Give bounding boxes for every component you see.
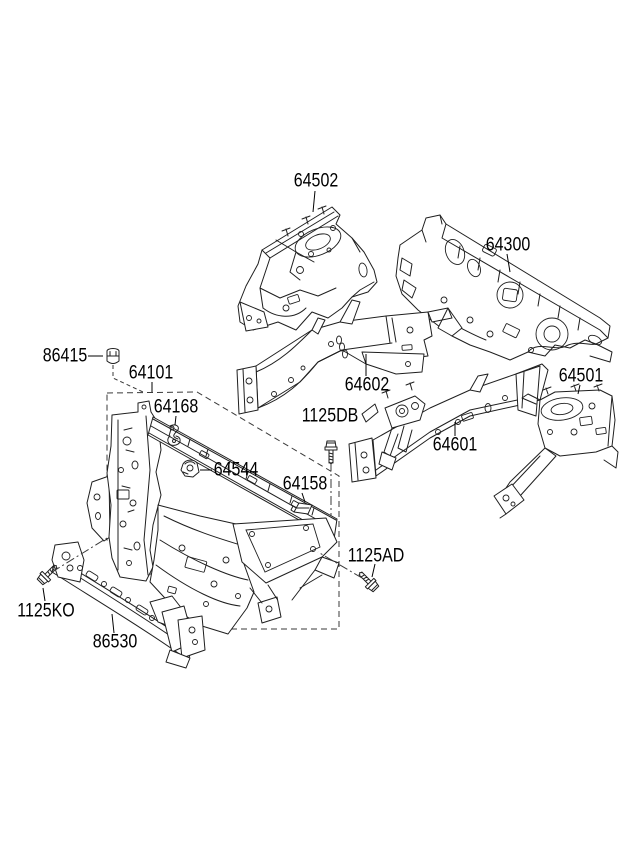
part-64158-bracket bbox=[291, 503, 312, 514]
part-callout-1125KO[interactable]: 1125KO bbox=[17, 599, 75, 622]
part-callout-64158[interactable]: 64158 bbox=[282, 472, 328, 495]
part-64544-bracket bbox=[181, 460, 199, 477]
part-86415-grommet bbox=[107, 349, 119, 364]
part-64602-front-side-member-lh bbox=[237, 300, 462, 414]
part-64101-radiator-support bbox=[87, 401, 339, 634]
bolt-1125DB bbox=[325, 441, 337, 464]
assembly-boundary-box bbox=[107, 392, 339, 629]
part-callout-1125AD[interactable]: 1125AD bbox=[347, 544, 405, 567]
part-callout-64544[interactable]: 64544 bbox=[213, 458, 259, 481]
part-callout-64101[interactable]: 64101 bbox=[128, 361, 174, 384]
part-64601-front-side-member-rh bbox=[349, 364, 548, 482]
part-64501-fender-apron-rh bbox=[494, 384, 618, 518]
part-64168-clip bbox=[168, 425, 180, 445]
bolt-1125KO bbox=[36, 561, 61, 586]
part-callout-86530[interactable]: 86530 bbox=[92, 630, 138, 653]
part-callout-64168[interactable]: 64168 bbox=[153, 395, 199, 418]
leader-lines bbox=[43, 191, 580, 633]
part-callout-64300[interactable]: 64300 bbox=[485, 233, 531, 256]
part-86530-bumper-reinforcement bbox=[52, 542, 205, 668]
part-callout-64502[interactable]: 64502 bbox=[293, 169, 339, 192]
part-callout-64601[interactable]: 64601 bbox=[432, 433, 478, 456]
bolt-1125AD bbox=[355, 568, 380, 593]
part-callout-64602[interactable]: 64602 bbox=[344, 373, 390, 396]
part-callout-1125DB[interactable]: 1125DB bbox=[301, 404, 359, 427]
part-callout-64501[interactable]: 64501 bbox=[558, 364, 604, 387]
part-callout-86415[interactable]: 86415 bbox=[42, 344, 88, 367]
part-64502-fender-apron-lh bbox=[238, 206, 377, 331]
